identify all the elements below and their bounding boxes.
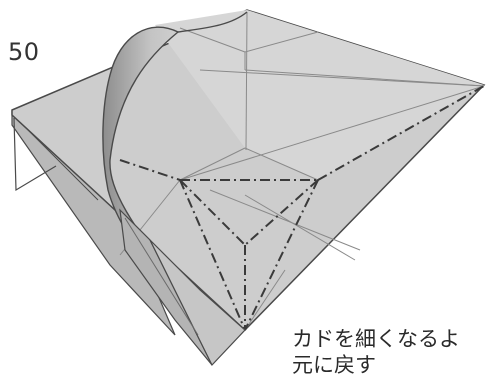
instruction-line-2: 元に戻す (292, 352, 460, 378)
instruction-line-1: カドを細くなるよ (292, 326, 460, 352)
instruction-caption: カドを細くなるよ 元に戻す (292, 326, 460, 378)
step-number: 50 (8, 38, 40, 66)
